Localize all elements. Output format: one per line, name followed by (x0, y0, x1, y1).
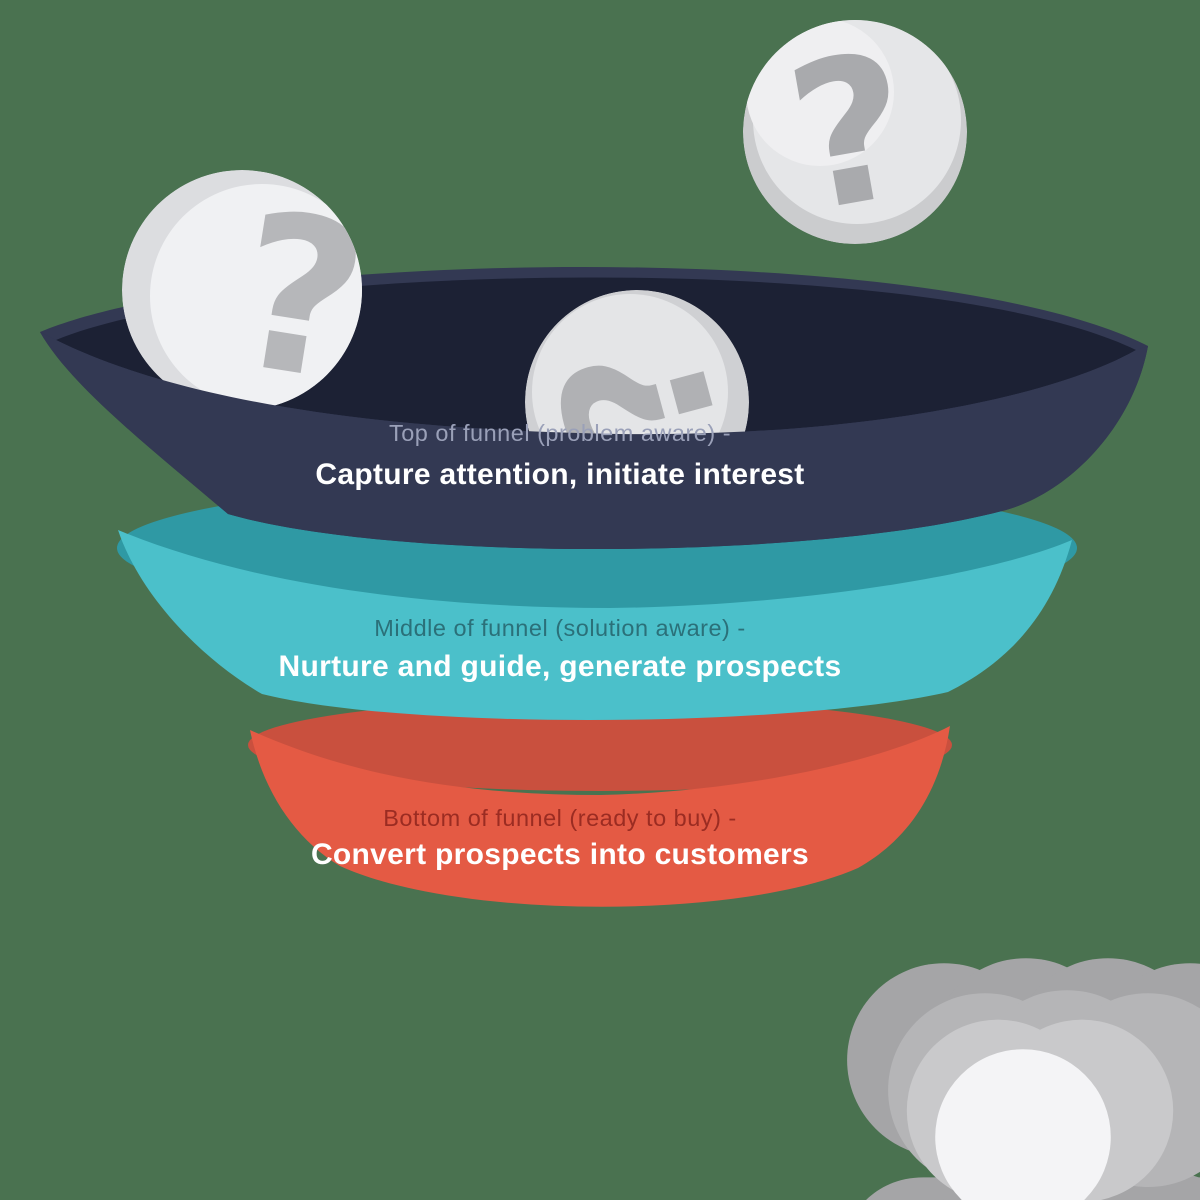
tier-bottom-of-funnel: Bottom of funnel (ready to buy) - Conver… (248, 699, 952, 907)
tier-bottom-top-band (248, 699, 952, 791)
question-ball-left: ? (122, 170, 362, 410)
tier-bottom-label-big: Convert prospects into customers (311, 838, 809, 871)
question-ball-right: ? (743, 20, 967, 244)
tier-middle-label-big: Nurture and guide, generate prospects (279, 650, 842, 683)
tier-bottom-label-small: Bottom of funnel (ready to buy) - (383, 805, 737, 831)
tier-top-of-funnel: ? ? Top of funnel (problem aware) - Capt… (40, 170, 1148, 550)
ball-highlight (746, 20, 894, 166)
tier-middle-label-small: Middle of funnel (solution aware) - (374, 615, 745, 641)
ball-body (150, 184, 362, 408)
tier-bottom-front-wall (250, 726, 950, 907)
tier-middle-front-wall (118, 530, 1072, 721)
tier-top-front-wall (40, 332, 1148, 550)
tier-top-label-big: Capture attention, initiate interest (315, 458, 804, 491)
tier-top-label-small: Top of funnel (problem aware) - (389, 420, 731, 446)
